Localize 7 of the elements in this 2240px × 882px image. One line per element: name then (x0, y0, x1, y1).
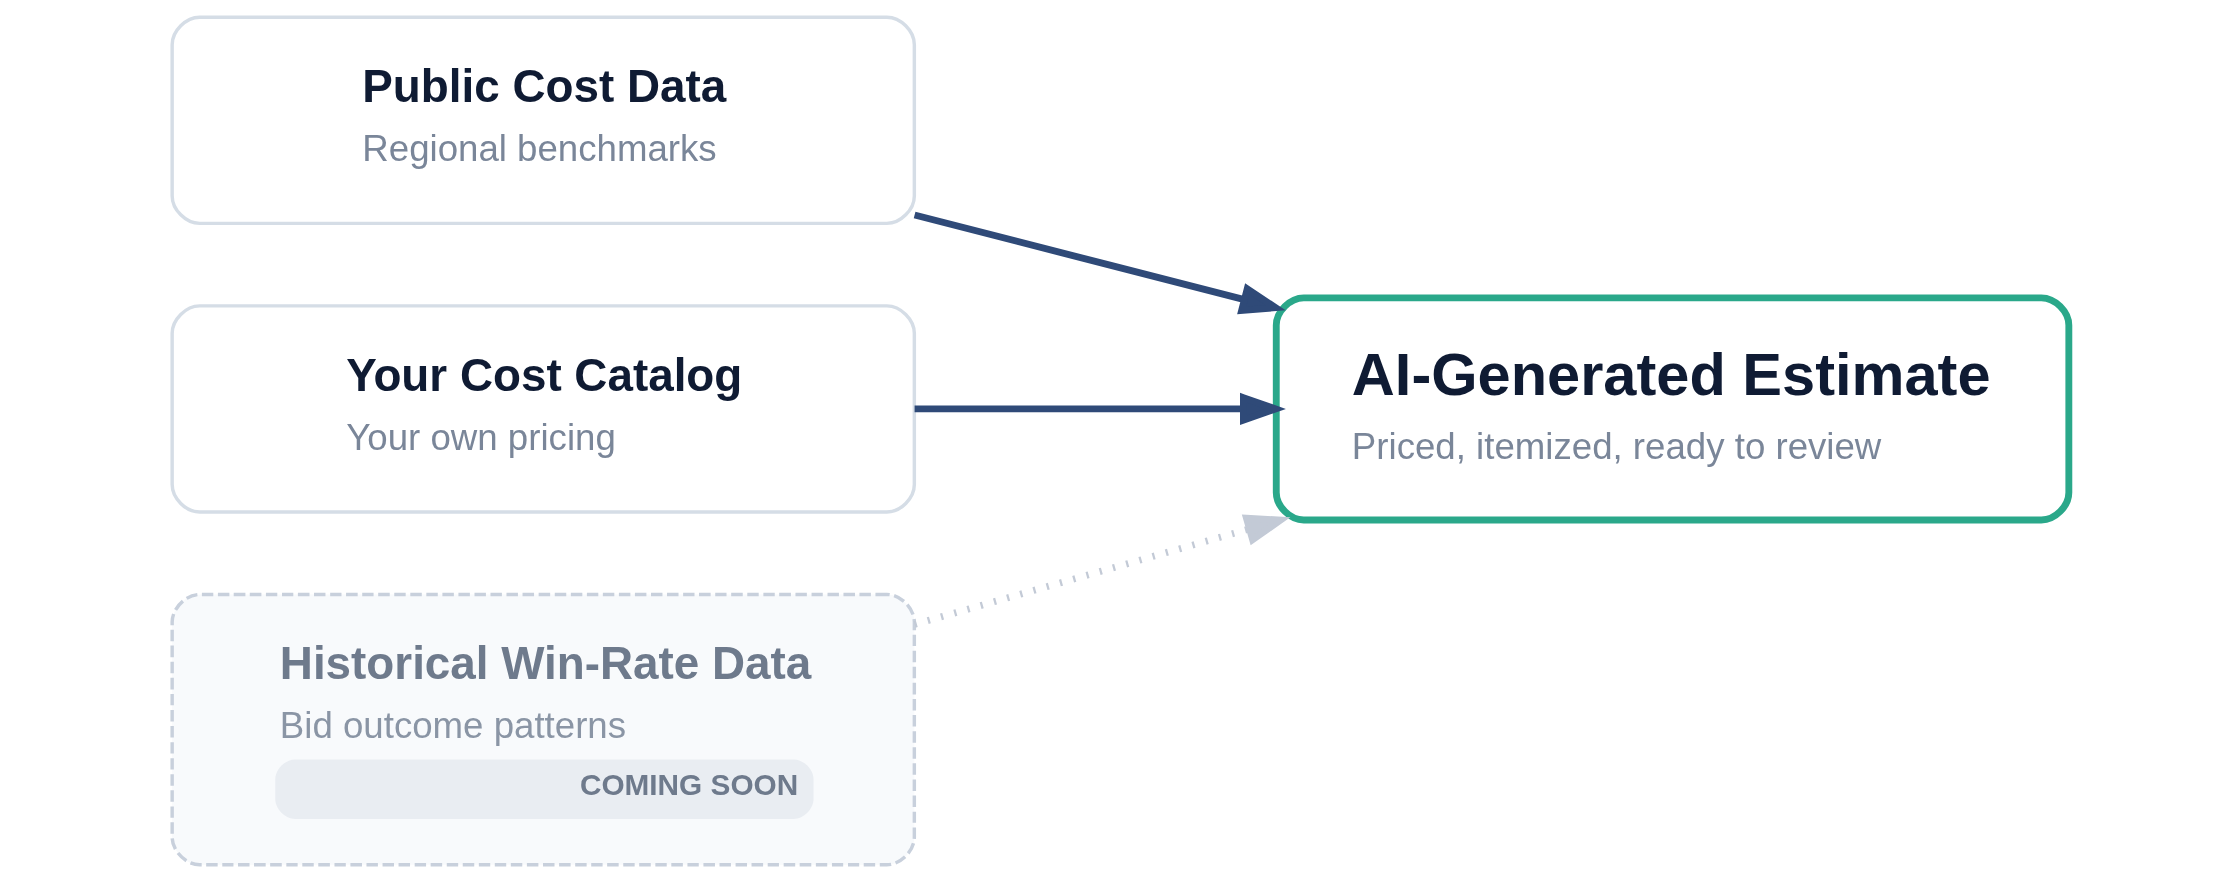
node-box: Your Cost Catalog Your own pricing (169, 304, 916, 514)
arrow (913, 514, 1290, 628)
node-box: Public Cost Data Regional benchmarks (169, 15, 916, 226)
node-box: AI-Generated Estimate Priced, itemized, ready to review (1272, 294, 2072, 524)
arrow (913, 211, 1286, 315)
arrow (914, 392, 1286, 425)
node-box: Historical Win-Rate Data Bid outcome patterns COMING SOON (169, 592, 916, 867)
